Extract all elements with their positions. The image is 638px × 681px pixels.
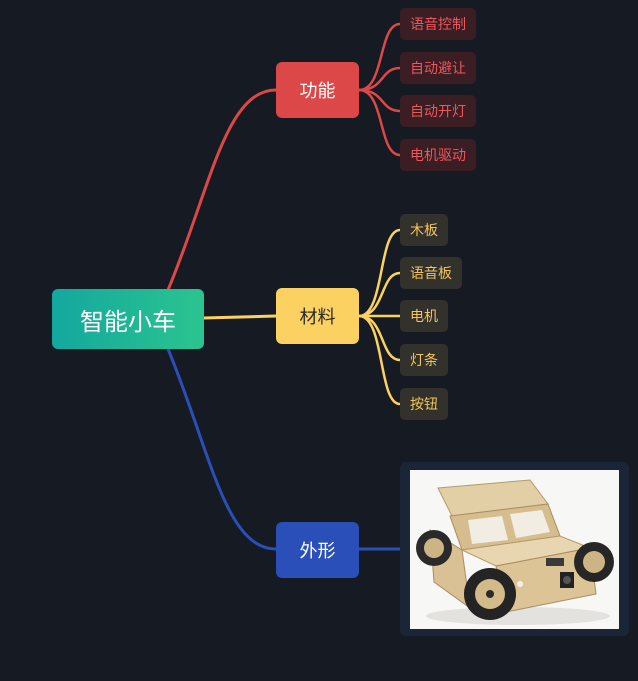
branch-node-appearance[interactable]: 外形 (276, 522, 359, 578)
branch-label: 外形 (299, 541, 336, 562)
wooden-car-illustration (410, 470, 619, 629)
leaf-label: 自动开灯 (410, 104, 466, 120)
leaf-label: 电机驱动 (410, 148, 466, 164)
link-func-0 (358, 22, 401, 92)
leaf-wood-board[interactable]: 木板 (400, 214, 448, 246)
link-func-3 (358, 88, 401, 157)
wooden-car-kit-photo (410, 470, 619, 629)
branch-label: 材料 (299, 307, 336, 328)
branch-node-function[interactable]: 功能 (276, 62, 359, 118)
leaf-label: 电机 (410, 309, 438, 325)
leaf-label: 语音板 (410, 266, 452, 282)
leaf-label: 木板 (410, 223, 438, 239)
leaf-label: 语音控制 (410, 17, 466, 33)
leaf-voice-control[interactable]: 语音控制 (400, 8, 476, 40)
leaf-motor-drive[interactable]: 电机驱动 (400, 139, 476, 171)
root-label: 智能小车 (80, 307, 176, 336)
root-node[interactable]: 智能小车 (52, 289, 204, 349)
leaf-label: 自动避让 (410, 61, 466, 77)
leaf-auto-light[interactable]: 自动开灯 (400, 95, 476, 127)
leaf-button[interactable]: 按钮 (400, 388, 448, 420)
link-root-func (166, 88, 277, 291)
link-func-2 (358, 88, 401, 113)
link-func-1 (358, 66, 401, 92)
link-mat-4 (358, 314, 401, 406)
branch-node-materials[interactable]: 材料 (276, 288, 359, 344)
image-node[interactable] (400, 462, 629, 636)
link-mat-0 (358, 228, 401, 318)
leaf-light-strip[interactable]: 灯条 (400, 344, 448, 376)
link-root-mat (203, 314, 277, 320)
branch-label: 功能 (299, 81, 336, 102)
leaf-label: 灯条 (410, 353, 438, 369)
link-root-look (166, 348, 277, 551)
leaf-voice-board[interactable]: 语音板 (400, 257, 462, 289)
leaf-label: 按钮 (410, 397, 438, 413)
leaf-auto-avoid[interactable]: 自动避让 (400, 52, 476, 84)
leaf-motor[interactable]: 电机 (400, 300, 448, 332)
